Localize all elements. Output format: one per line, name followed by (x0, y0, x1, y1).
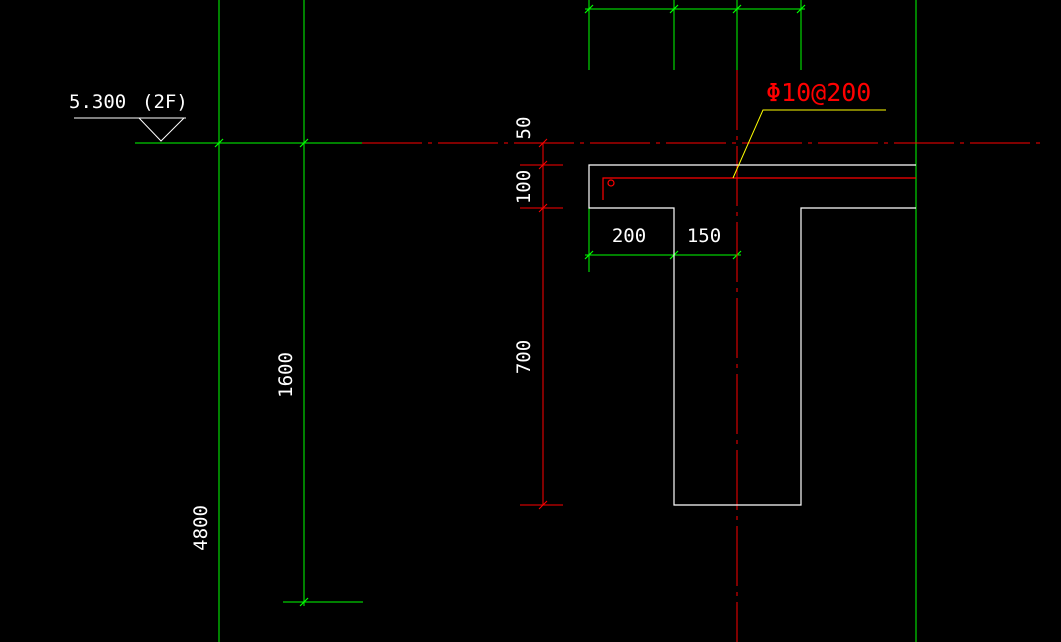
labels: 5.300 (2F) Φ10@200 50 100 700 1600 4800 … (69, 78, 871, 551)
dim-text-200: 200 (612, 225, 646, 247)
t-beam-outline (588, 164, 916, 506)
tick (669, 4, 679, 14)
green-grid-lines (135, 0, 917, 642)
elevation-triangle (138, 117, 185, 142)
rebar (602, 177, 916, 200)
tick (732, 4, 742, 14)
rebar-label: Φ10@200 (766, 78, 871, 107)
green-tick-marks (214, 4, 806, 607)
red-vertical-dimension (520, 138, 563, 510)
elevation-floor: (2F) (142, 91, 188, 113)
elevation-value: 5.300 (69, 91, 126, 113)
elevation-symbol (74, 117, 186, 142)
rebar-line (602, 177, 916, 200)
dim-text-50: 50 (513, 117, 535, 140)
tick (299, 597, 309, 607)
tick (214, 138, 224, 148)
dim-text-1600: 1600 (275, 352, 297, 398)
dim-text-4800: 4800 (190, 505, 212, 551)
tick (538, 138, 548, 148)
tick (796, 4, 806, 14)
tick (584, 4, 594, 14)
dim-text-700: 700 (513, 340, 535, 374)
tick (538, 500, 548, 510)
dim-text-150: 150 (687, 225, 721, 247)
tick (538, 203, 548, 213)
dim-text-100: 100 (513, 170, 535, 204)
tick (584, 250, 594, 260)
rebar-leader (732, 109, 886, 179)
tick (299, 138, 309, 148)
tick (538, 160, 548, 170)
rebar-dot (607, 179, 615, 187)
